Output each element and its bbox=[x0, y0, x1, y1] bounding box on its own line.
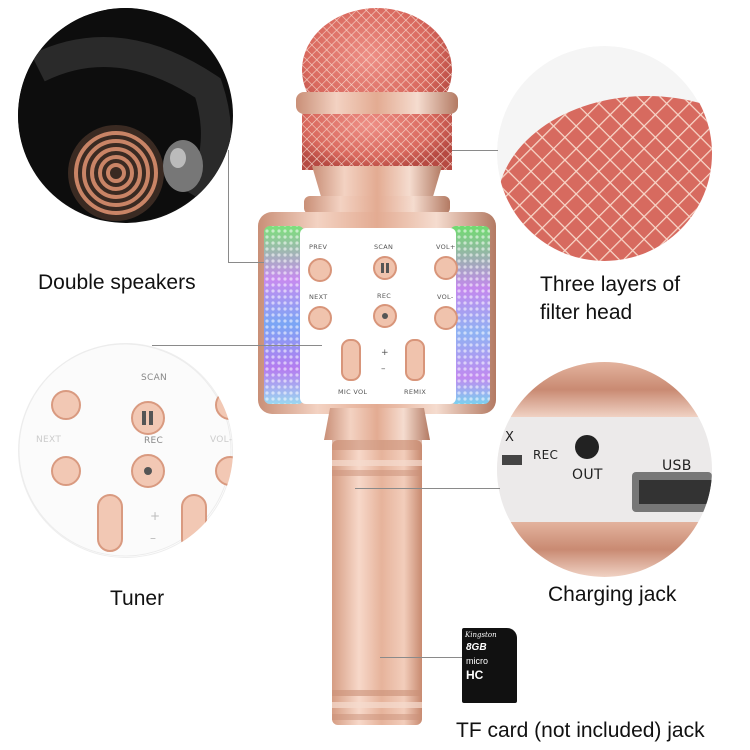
tf-card-label: TF card (not included) jack bbox=[456, 719, 705, 742]
jack-usb-label: USB bbox=[662, 458, 692, 474]
scan-label: SCAN bbox=[374, 243, 394, 251]
speaker-closeup bbox=[18, 8, 233, 223]
plus-label: + bbox=[381, 348, 389, 358]
mesh-texture-image bbox=[497, 46, 712, 261]
remix-label: REMIX bbox=[404, 388, 427, 396]
filter-label-line2: filter head bbox=[540, 301, 633, 324]
tuner-scan-label: SCAN bbox=[141, 373, 168, 383]
sd-hc-label: HC bbox=[466, 668, 484, 682]
tuner-minus-label: – bbox=[150, 531, 157, 545]
jack-ports-image bbox=[497, 362, 712, 577]
speakers-label: Double speakers bbox=[38, 271, 196, 294]
charging-jack-closeup: X REC OUT USB bbox=[497, 362, 712, 577]
tuner-next-label: NEXT bbox=[36, 435, 62, 445]
vol-up-label: VOL+ bbox=[436, 243, 456, 251]
sd-type-label: micro bbox=[466, 656, 488, 666]
tuner-plus-label: + bbox=[150, 509, 161, 523]
speaker-coil-image bbox=[18, 8, 232, 222]
charging-label: Charging jack bbox=[548, 583, 677, 606]
filter-label-line1: Three layers of bbox=[540, 273, 681, 296]
minus-label: – bbox=[381, 364, 386, 374]
filter-head-closeup bbox=[497, 46, 712, 261]
tuner-label: Tuner bbox=[110, 587, 165, 610]
prev-label: PREV bbox=[309, 243, 328, 251]
mic-vol-label: MIC VOL bbox=[338, 388, 368, 396]
vol-down-label: VOL- bbox=[437, 293, 454, 301]
leader-tuner bbox=[152, 345, 322, 346]
tuner-rec-label: REC bbox=[144, 436, 164, 446]
sd-capacity-label: 8GB bbox=[466, 642, 487, 653]
tf-card-image: Kingston 8GB micro HC bbox=[462, 628, 517, 703]
leader-jack bbox=[355, 488, 500, 489]
tuner-closeup: SCAN REC NEXT VOL- + – bbox=[18, 343, 233, 558]
leader-tf bbox=[380, 657, 462, 658]
leader-filter bbox=[452, 150, 498, 151]
rec-label: REC bbox=[377, 292, 392, 300]
sd-brand-label: Kingston bbox=[465, 631, 497, 639]
jack-x-label: X bbox=[505, 430, 515, 445]
leader-speakers-h bbox=[228, 262, 264, 263]
tuner-buttons-image bbox=[18, 343, 233, 557]
leader-speakers-v bbox=[228, 150, 229, 262]
jack-out-label: OUT bbox=[572, 467, 603, 483]
next-label: NEXT bbox=[309, 293, 328, 301]
jack-rec-label: REC bbox=[533, 448, 559, 462]
tuner-vol-label: VOL- bbox=[210, 435, 233, 445]
